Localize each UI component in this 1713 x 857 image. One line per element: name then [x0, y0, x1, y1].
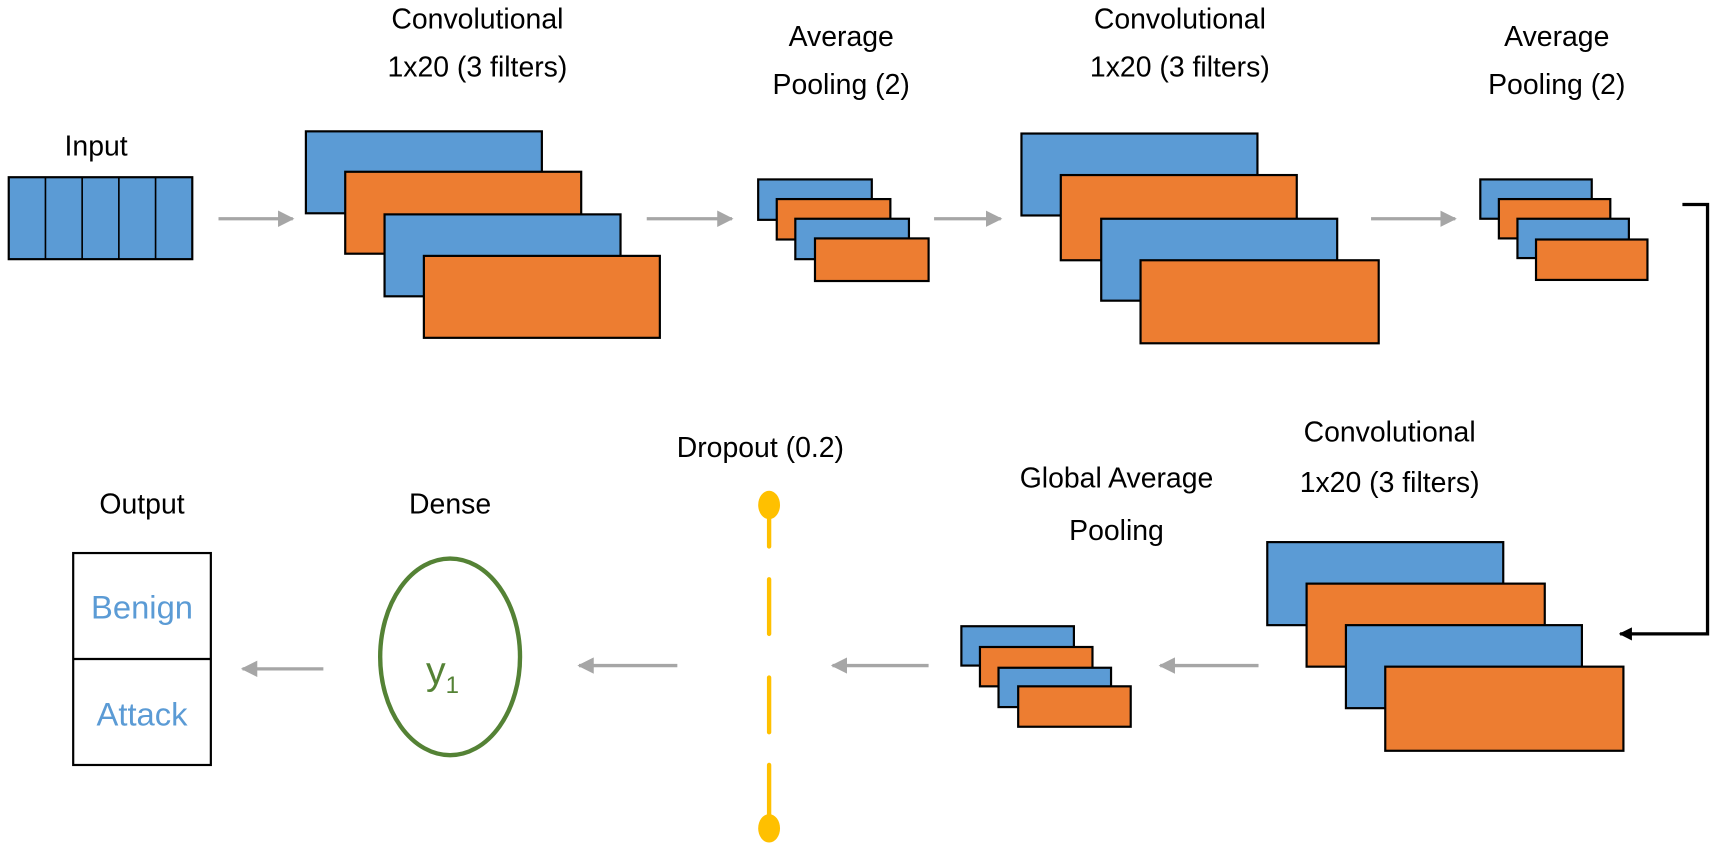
gap-label-line2: Pooling — [1069, 515, 1164, 547]
dropout-label: Dropout (0.2) — [677, 432, 844, 464]
dense-node — [377, 556, 523, 758]
input-block — [7, 176, 194, 261]
output-box — [72, 551, 212, 767]
conv2-label-line1: Convolutional — [1094, 4, 1266, 36]
gap-feature-maps — [960, 625, 1132, 728]
dense-label: Dense — [409, 489, 491, 521]
dense-node-subscript: 1 — [446, 672, 459, 699]
pool1-label-line2: Pooling (2) — [773, 69, 910, 101]
pool2-feature-maps — [1479, 178, 1649, 282]
conv1-label-line1: Convolutional — [391, 4, 563, 36]
dropout-line — [758, 490, 781, 843]
conv2-label-line2: 1x20 (3 filters) — [1090, 52, 1270, 84]
pool1-label-line1: Average — [789, 21, 894, 53]
gap-label-line1: Global Average — [1020, 462, 1214, 494]
connector-arrow — [1618, 202, 1710, 641]
dense-node-symbol: y — [426, 649, 446, 693]
conv1-label-line2: 1x20 (3 filters) — [387, 52, 567, 84]
conv3-label-line2: 1x20 (3 filters) — [1300, 467, 1480, 499]
pool2-label-line1: Average — [1504, 21, 1609, 53]
pool2-label-line2: Pooling (2) — [1488, 69, 1625, 101]
output-class-benign: Benign — [91, 589, 193, 626]
conv3-feature-maps — [1266, 541, 1625, 752]
output-class-attack: Attack — [96, 696, 188, 733]
input-label: Input — [65, 130, 128, 162]
conv3-label-line1: Convolutional — [1304, 417, 1476, 449]
output-label: Output — [99, 489, 184, 521]
pool1-feature-maps — [757, 178, 930, 283]
conv2-feature-maps — [1020, 132, 1380, 345]
dense-node-label: y1 — [426, 649, 459, 699]
conv1-feature-maps — [304, 130, 661, 339]
